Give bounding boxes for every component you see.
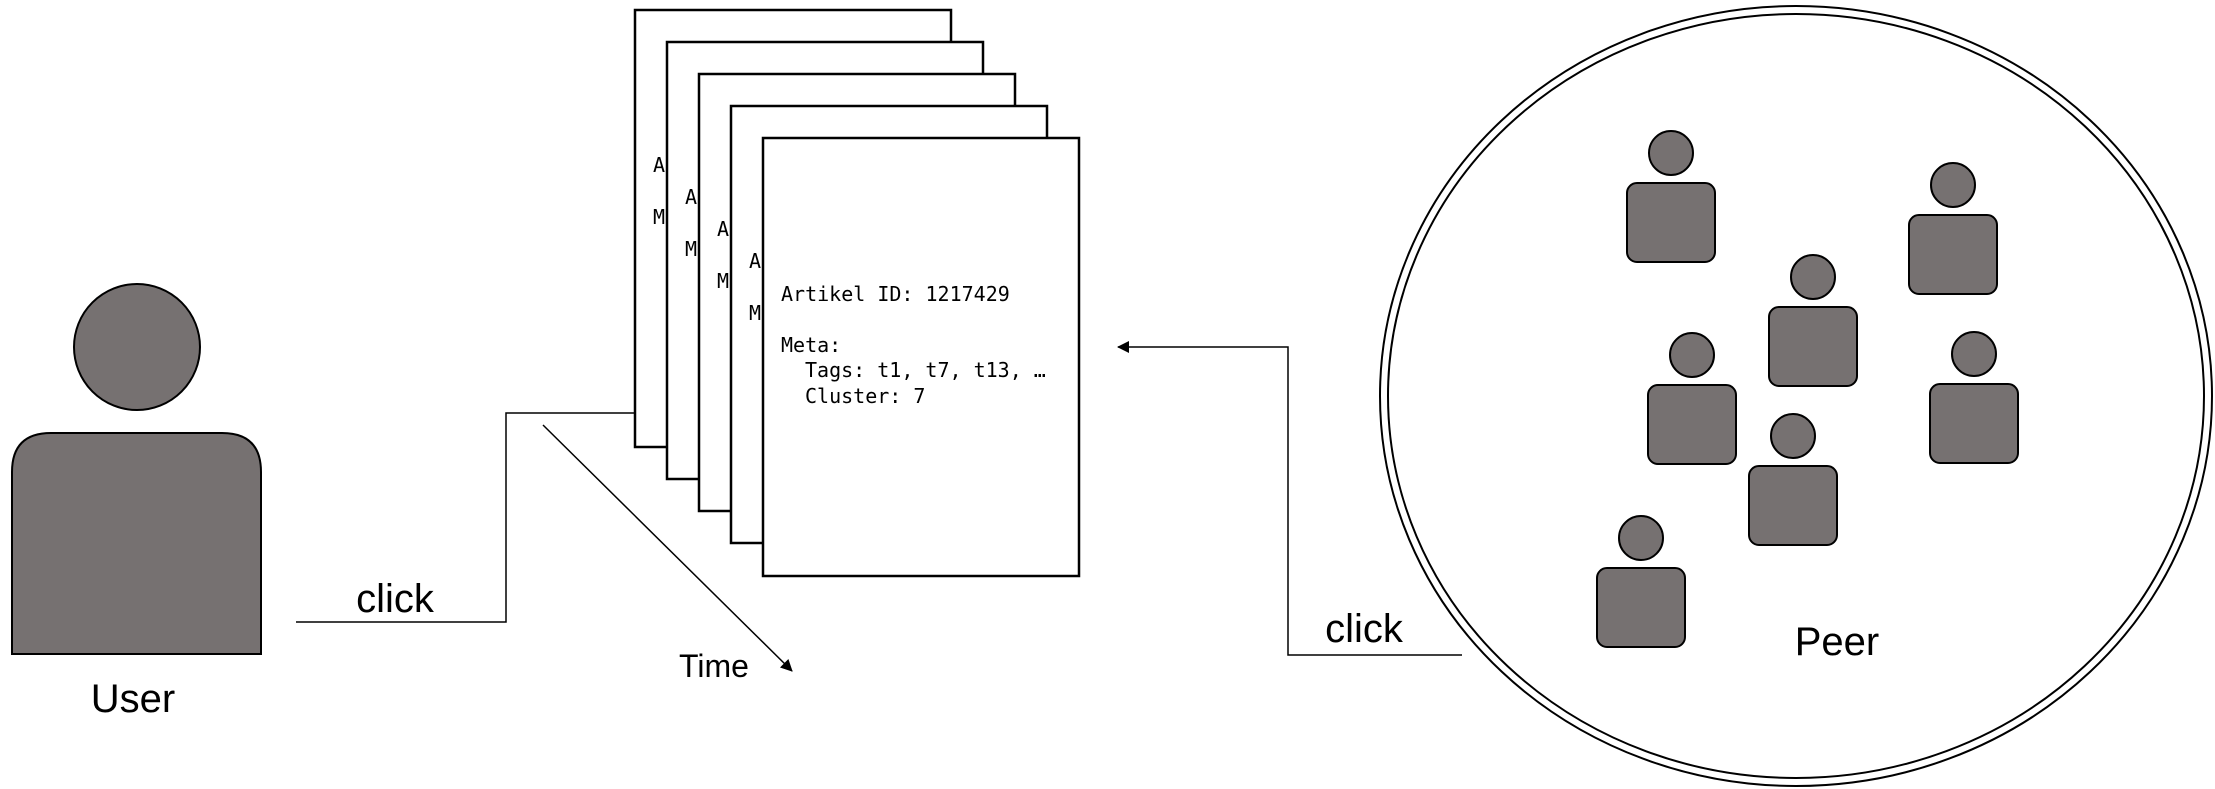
time-label: Time <box>679 648 749 684</box>
article-meta-label: Meta: <box>781 333 841 357</box>
svg-text:M: M <box>749 301 761 325</box>
svg-text:A: A <box>685 185 697 209</box>
svg-text:M: M <box>685 237 697 261</box>
peer-person-icon <box>1908 162 1998 295</box>
svg-text:A: A <box>717 217 729 241</box>
peer-group <box>1379 5 2213 787</box>
peer-click-label: click <box>1325 607 1404 651</box>
user-click-label: click <box>356 577 435 621</box>
article-stack: A M A M A M A M Artikel ID: 1217429 Meta… <box>633 8 1081 578</box>
peer-person-icon <box>1596 515 1686 648</box>
article-tags: Tags: t1, t7, t13, … <box>805 358 1046 382</box>
user-person-icon <box>11 283 262 655</box>
time-arrow <box>542 424 793 672</box>
peer-label: Peer <box>1795 620 1880 664</box>
peer-click-arrow <box>1117 341 1462 656</box>
peer-person-icon <box>1626 130 1716 263</box>
user-click-arrow <box>296 407 719 623</box>
user-label: User <box>91 677 175 721</box>
article-id: Artikel ID: 1217429 <box>781 282 1010 306</box>
peer-person-icon <box>1929 331 2019 464</box>
svg-text:M: M <box>717 269 729 293</box>
peer-person-icon <box>1768 254 1858 387</box>
svg-text:M: M <box>653 205 665 229</box>
svg-text:A: A <box>653 153 665 177</box>
peer-person-icon <box>1748 413 1838 546</box>
svg-text:A: A <box>749 249 761 273</box>
peer-person-icon <box>1647 332 1737 465</box>
article-cluster: Cluster: 7 <box>805 384 925 408</box>
article-card-front: Artikel ID: 1217429 Meta: Tags: t1, t7, … <box>761 136 1081 578</box>
